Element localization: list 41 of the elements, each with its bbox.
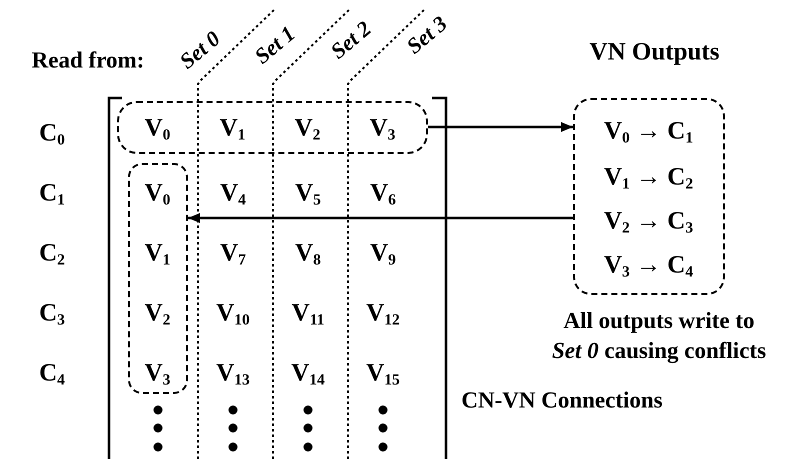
set-label: Set 0 [176,27,224,73]
set-label: Set 2 [326,17,376,63]
arrow [188,213,573,223]
cell-label: V$_{1}$ [220,115,246,140]
cell-label: V$_{3}$ [370,115,396,140]
arrow [428,122,573,132]
cell-label: V$_{8}$ [295,240,321,266]
row-label: C$_{0}$ [39,120,65,146]
set-label: Set 1 [250,22,300,68]
cell-label: V$_{13}$ [216,360,250,386]
mapping-label: V$_{1}$ → C$_{2}$ [604,164,694,189]
cell-label: V$_{12}$ [366,300,400,326]
cell-label: V$_{4}$ [220,180,246,206]
mapping-label: V$_{3}$ → C$_{4}$ [604,252,694,277]
cell-label: V$_{9}$ [370,240,396,266]
axis-title: Read from: [32,48,144,72]
caption-text: CN-VN Connections [461,388,663,412]
cell-label: V$_{15}$ [366,360,400,386]
row-label: C$_{3}$ [39,300,65,326]
set-label: Set 3 [402,12,452,58]
cell-label: V$_{3}$ [144,360,170,385]
heading: VN Outputs [590,39,720,64]
cell-label: V$_{5}$ [295,180,321,206]
cell-label: V$_{7}$ [220,240,246,266]
cell-label: V$_{14}$ [291,360,325,386]
dashed-group-box [128,163,188,394]
row-label: C$_{2}$ [39,240,65,266]
cell-label: V$_{11}$ [292,300,324,326]
cell-label: V$_{6}$ [370,180,396,206]
cell-label: V$_{2}$ [144,300,170,325]
row-label: C$_{4}$ [39,360,65,386]
cell-label: V$_{1}$ [144,240,170,265]
cell-label: V$_{0}$ [144,180,170,205]
dashed-group-box [117,101,428,154]
cell-label: V$_{2}$ [294,115,320,140]
note-text: All outputs write to Set 0 causing conflicts [552,307,766,366]
mapping-label: V$_{0}$ → C$_{1}$ [604,118,694,143]
cell-label: V$_{0}$ [144,115,170,140]
mapping-label: V$_{2}$ → C$_{3}$ [604,208,694,233]
cell-label: V$_{10}$ [216,300,250,326]
row-label: C$_{1}$ [39,180,65,206]
